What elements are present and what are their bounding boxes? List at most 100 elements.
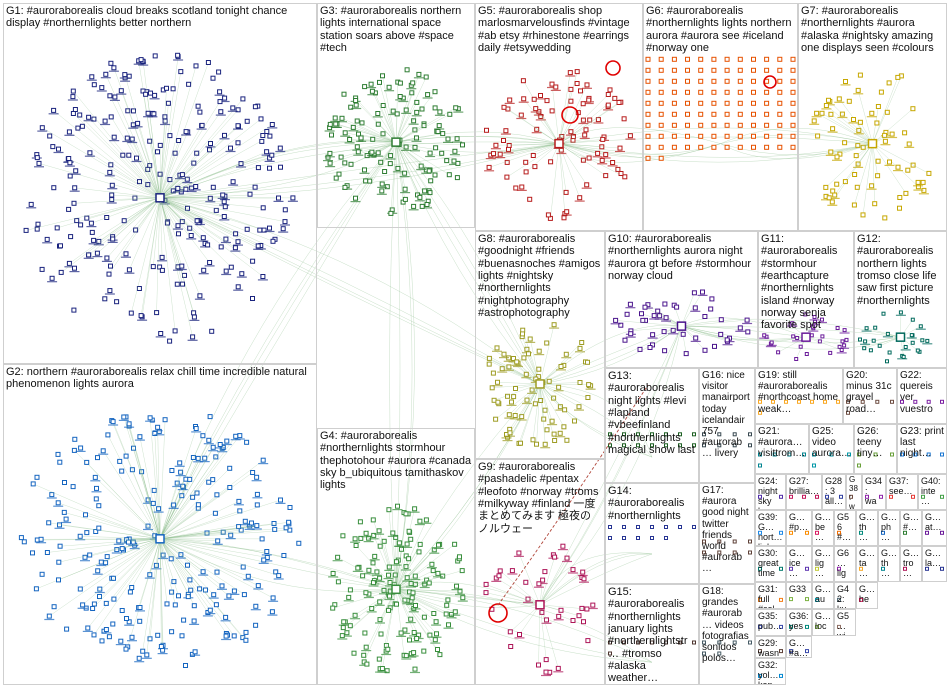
edge bbox=[558, 143, 580, 198]
edge bbox=[159, 435, 204, 539]
edge bbox=[93, 538, 161, 635]
node bbox=[369, 88, 375, 94]
node bbox=[375, 150, 381, 156]
node bbox=[452, 148, 458, 154]
node bbox=[258, 116, 264, 122]
node bbox=[378, 159, 384, 165]
node bbox=[121, 414, 127, 420]
node bbox=[215, 538, 221, 544]
node bbox=[111, 596, 117, 602]
node bbox=[416, 71, 422, 77]
node bbox=[70, 111, 76, 116]
node-label-mark bbox=[251, 528, 262, 530]
node bbox=[698, 67, 704, 73]
node bbox=[436, 542, 441, 548]
group-label: G32: yol… kan… bbox=[758, 660, 782, 684]
node bbox=[368, 81, 374, 87]
node bbox=[155, 424, 161, 430]
group-g26: G26: teeny tiny… bbox=[854, 424, 897, 474]
group-label: G… he… bbox=[859, 584, 876, 608]
node bbox=[724, 67, 730, 73]
node bbox=[157, 142, 163, 148]
node bbox=[18, 535, 24, 541]
group-g27: G27: brillia… bbox=[786, 474, 822, 510]
node bbox=[698, 89, 704, 95]
node bbox=[103, 627, 109, 632]
node bbox=[138, 57, 144, 63]
node-label-mark bbox=[484, 170, 495, 172]
group-g22: G22: quereis ver vuestro bbox=[897, 368, 947, 424]
node bbox=[435, 129, 441, 134]
node bbox=[504, 159, 510, 165]
node-label-mark bbox=[396, 635, 407, 637]
group-label: G5… wi… bbox=[837, 611, 850, 635]
node bbox=[486, 164, 492, 170]
edge bbox=[159, 197, 226, 207]
node bbox=[223, 236, 229, 242]
node bbox=[287, 505, 293, 510]
node bbox=[363, 590, 369, 596]
node bbox=[157, 264, 163, 270]
node bbox=[87, 552, 93, 558]
node bbox=[409, 595, 415, 601]
node bbox=[549, 108, 555, 114]
edge bbox=[159, 197, 541, 385]
edge bbox=[26, 197, 161, 231]
node bbox=[538, 93, 543, 98]
node bbox=[75, 125, 81, 131]
edge bbox=[159, 538, 279, 576]
edge bbox=[159, 141, 397, 539]
node-label-mark bbox=[93, 244, 104, 246]
node-label-mark bbox=[359, 664, 370, 666]
node bbox=[78, 222, 84, 228]
node bbox=[869, 183, 875, 189]
edge bbox=[88, 197, 161, 256]
node-label-mark bbox=[203, 443, 214, 445]
group-g38: G38: wa… bbox=[846, 474, 862, 510]
edge bbox=[159, 197, 183, 285]
node bbox=[534, 126, 540, 132]
group-g6: G6: #auroraborealis #northernlights ligh… bbox=[643, 3, 798, 231]
node-label-mark bbox=[344, 142, 355, 144]
node bbox=[226, 593, 232, 599]
node-label-mark bbox=[391, 564, 402, 566]
node bbox=[252, 184, 258, 190]
node-label-mark bbox=[367, 94, 378, 96]
node bbox=[155, 632, 161, 638]
edge bbox=[558, 102, 620, 144]
node bbox=[410, 80, 416, 86]
node bbox=[411, 650, 417, 656]
node bbox=[133, 227, 139, 233]
edge bbox=[558, 143, 566, 214]
node-label-mark bbox=[374, 581, 385, 583]
node-label-mark bbox=[388, 113, 399, 116]
node-label-mark bbox=[414, 200, 425, 202]
edge bbox=[109, 95, 161, 198]
node bbox=[548, 159, 554, 165]
node bbox=[764, 56, 770, 62]
node bbox=[435, 647, 440, 652]
node bbox=[170, 86, 176, 92]
node bbox=[427, 632, 433, 638]
node bbox=[97, 594, 102, 599]
node bbox=[621, 116, 627, 122]
node bbox=[698, 111, 704, 117]
edge bbox=[69, 131, 161, 198]
edge bbox=[159, 538, 195, 606]
node bbox=[105, 432, 111, 438]
node-label-mark bbox=[410, 150, 420, 152]
node-label-mark bbox=[488, 156, 499, 158]
node bbox=[428, 178, 434, 184]
node bbox=[427, 190, 433, 196]
node bbox=[530, 153, 536, 158]
node bbox=[403, 511, 409, 517]
edge bbox=[159, 504, 174, 539]
node-label-mark bbox=[429, 552, 440, 554]
node bbox=[232, 245, 238, 251]
edge bbox=[349, 139, 397, 143]
group-g44: G… ice… bbox=[786, 546, 812, 582]
edge bbox=[87, 538, 161, 629]
node-label-mark bbox=[379, 593, 389, 595]
edge bbox=[159, 142, 397, 539]
node bbox=[129, 634, 135, 640]
